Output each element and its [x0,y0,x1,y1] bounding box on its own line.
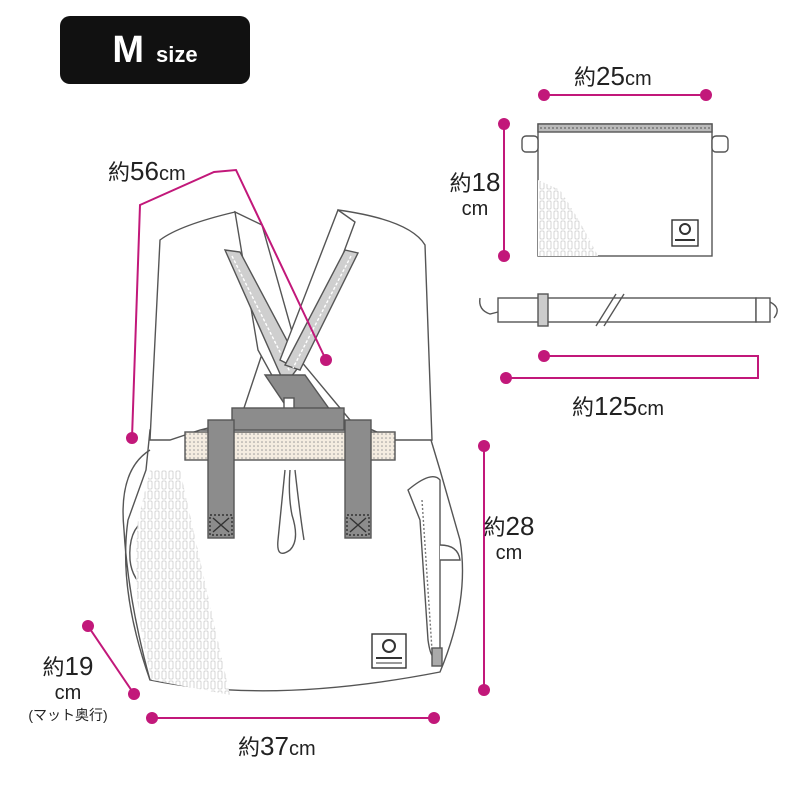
label-bag-height: 約56cm [108,156,186,186]
measurement-lines [87,94,759,719]
brand-logo-patch [671,219,699,247]
size-word: size [156,42,198,67]
pouch-illustration [521,123,729,257]
label-pouch-height: 約18 cm [449,167,501,220]
label-pouch-width: 約25cm [574,61,652,91]
size-badge: M size [60,16,250,84]
backpack-illustration [122,208,464,695]
depth-note: (マット奥行) [28,707,108,723]
brand-logo-patch [371,633,407,669]
strap-illustration [479,293,778,327]
label-bottom-height: 約28 cm [483,511,535,564]
size-letter: M [112,29,145,71]
label-width: 約37cm [238,731,316,761]
label-strap-length: 約125cm [572,391,665,421]
measurement-endpoints [82,89,712,724]
label-depth: 約19 cm (マット奥行) [14,650,122,725]
